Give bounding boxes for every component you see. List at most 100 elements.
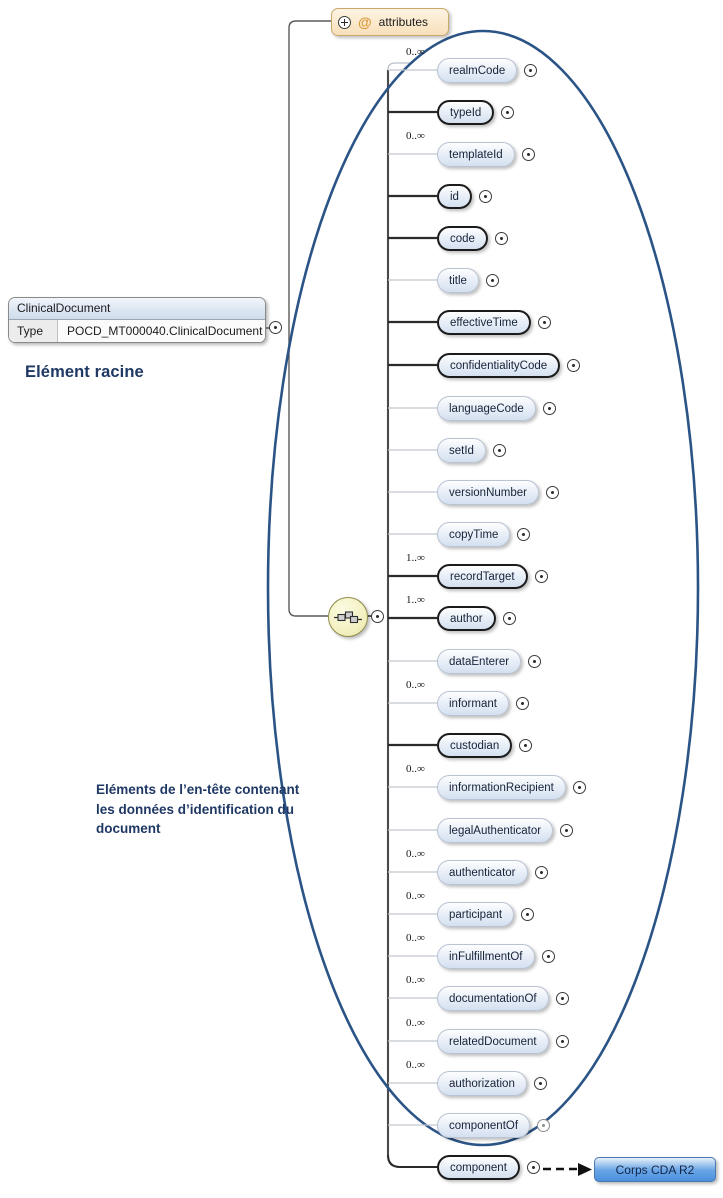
- element-node-label: documentationOf: [449, 992, 537, 1005]
- attributes-label: attributes: [378, 15, 429, 29]
- element-node-documentationof[interactable]: documentationOf: [437, 986, 549, 1011]
- element-node-label: setId: [449, 444, 474, 457]
- sequence-collapse-icon[interactable]: [371, 610, 384, 623]
- element-expand-icon[interactable]: [522, 148, 535, 161]
- element-node-label: confidentialityCode: [450, 359, 548, 372]
- annotation-root-label: Elément racine: [25, 363, 144, 381]
- attributes-node[interactable]: @ attributes: [331, 8, 449, 36]
- element-node-label: versionNumber: [449, 486, 527, 499]
- element-node-id[interactable]: id: [437, 184, 472, 209]
- cardinality-label: 0..∞: [406, 890, 425, 902]
- element-node-recordtarget[interactable]: recordTarget: [437, 564, 528, 589]
- element-node-label: typeId: [450, 106, 482, 119]
- element-node-label: component: [450, 1161, 507, 1174]
- element-node-label: informant: [449, 697, 497, 710]
- cardinality-label: 0..∞: [406, 932, 425, 944]
- sequence-compositor-icon[interactable]: [328, 597, 368, 637]
- element-expand-icon[interactable]: [542, 950, 555, 963]
- element-expand-icon[interactable]: [495, 232, 508, 245]
- element-node-copytime[interactable]: copyTime: [437, 522, 511, 547]
- element-expand-icon[interactable]: [556, 992, 569, 1005]
- element-node-effectivetime[interactable]: effectiveTime: [437, 310, 531, 335]
- cardinality-label: 0..∞: [406, 974, 425, 986]
- element-node-label: informationRecipient: [449, 781, 554, 794]
- cardinality-label: 0..∞: [406, 848, 425, 860]
- element-expand-icon[interactable]: [535, 570, 548, 583]
- element-expand-icon[interactable]: [501, 106, 514, 119]
- root-type-label: Type: [9, 320, 58, 342]
- element-node-label: code: [450, 232, 475, 245]
- element-expand-icon[interactable]: [538, 316, 551, 329]
- element-node-label: languageCode: [449, 402, 524, 415]
- element-expand-icon[interactable]: [493, 444, 506, 457]
- element-expand-icon[interactable]: [560, 824, 573, 837]
- cardinality-label: 0..∞: [406, 46, 425, 58]
- element-node-componentof[interactable]: componentOf: [437, 1113, 531, 1138]
- element-node-authorization[interactable]: authorization: [437, 1071, 527, 1096]
- element-node-label: participant: [449, 908, 503, 921]
- element-expand-icon[interactable]: [524, 64, 537, 77]
- at-symbol-icon: @: [358, 14, 372, 30]
- root-collapse-icon[interactable]: [269, 321, 282, 334]
- element-node-label: inFulfillmentOf: [449, 950, 523, 963]
- element-expand-icon[interactable]: [503, 612, 516, 625]
- element-expand-icon[interactable]: [556, 1035, 569, 1048]
- element-node-label: realmCode: [449, 64, 506, 77]
- element-node-informationrecipient[interactable]: informationRecipient: [437, 775, 566, 800]
- element-node-versionnumber[interactable]: versionNumber: [437, 480, 539, 505]
- element-node-dataenterer[interactable]: dataEnterer: [437, 649, 522, 674]
- element-expand-icon[interactable]: [516, 697, 529, 710]
- element-expand-icon[interactable]: [534, 1077, 547, 1090]
- element-expand-icon[interactable]: [527, 1161, 540, 1174]
- element-expand-icon[interactable]: [519, 739, 532, 752]
- cardinality-label: 0..∞: [406, 130, 425, 142]
- element-node-label: dataEnterer: [449, 655, 510, 668]
- element-node-code[interactable]: code: [437, 226, 488, 251]
- element-expand-icon[interactable]: [546, 486, 559, 499]
- element-node-label: legalAuthenticator: [449, 824, 542, 837]
- element-expand-icon[interactable]: [486, 274, 499, 287]
- target-corps-cda-box[interactable]: Corps CDA R2: [594, 1157, 716, 1182]
- element-node-realmcode[interactable]: realmCode: [437, 58, 518, 83]
- cardinality-label: 0..∞: [406, 1059, 425, 1071]
- element-node-label: title: [449, 274, 467, 287]
- element-node-authenticator[interactable]: authenticator: [437, 860, 528, 885]
- element-node-label: authorization: [449, 1077, 515, 1090]
- element-node-relateddocument[interactable]: relatedDocument: [437, 1029, 549, 1054]
- element-node-custodian[interactable]: custodian: [437, 733, 513, 758]
- cardinality-label: 1..∞: [406, 552, 425, 564]
- element-node-label: recordTarget: [450, 570, 515, 583]
- root-element-box[interactable]: ClinicalDocument Type POCD_MT000040.Clin…: [8, 297, 266, 343]
- root-type-row: Type POCD_MT000040.ClinicalDocument: [9, 320, 265, 342]
- element-node-languagecode[interactable]: languageCode: [437, 396, 536, 421]
- element-node-component[interactable]: component: [437, 1155, 520, 1180]
- element-node-informant[interactable]: informant: [437, 691, 509, 716]
- element-node-label: componentOf: [449, 1119, 519, 1132]
- element-node-label: relatedDocument: [449, 1035, 537, 1048]
- element-node-label: effectiveTime: [450, 316, 518, 329]
- element-node-templateid[interactable]: templateId: [437, 142, 515, 167]
- element-node-title[interactable]: title: [437, 268, 479, 293]
- element-node-infulfillmentof[interactable]: inFulfillmentOf: [437, 944, 535, 969]
- element-node-setid[interactable]: setId: [437, 438, 486, 463]
- element-expand-icon[interactable]: [479, 190, 492, 203]
- element-node-legalauthenticator[interactable]: legalAuthenticator: [437, 818, 554, 843]
- element-expand-icon[interactable]: [535, 866, 548, 879]
- plus-circle-icon[interactable]: [338, 15, 351, 29]
- element-expand-icon[interactable]: [528, 655, 541, 668]
- cardinality-label: 1..∞: [406, 594, 425, 606]
- element-expand-icon[interactable]: [521, 908, 534, 921]
- element-node-label: author: [450, 612, 483, 625]
- element-node-participant[interactable]: participant: [437, 902, 515, 927]
- element-node-confidentialitycode[interactable]: confidentialityCode: [437, 353, 561, 378]
- element-expand-icon[interactable]: [543, 402, 556, 415]
- element-expand-icon[interactable]: [567, 359, 580, 372]
- cardinality-label: 0..∞: [406, 1017, 425, 1029]
- element-node-typeid[interactable]: typeId: [437, 100, 495, 125]
- element-expand-icon[interactable]: [537, 1119, 550, 1132]
- element-node-author[interactable]: author: [437, 606, 496, 631]
- root-element-name: ClinicalDocument: [9, 298, 265, 320]
- annotation-header-label: Eléments de l’en-tête contenant les donn…: [96, 782, 300, 836]
- element-expand-icon[interactable]: [517, 528, 530, 541]
- element-expand-icon[interactable]: [573, 781, 586, 794]
